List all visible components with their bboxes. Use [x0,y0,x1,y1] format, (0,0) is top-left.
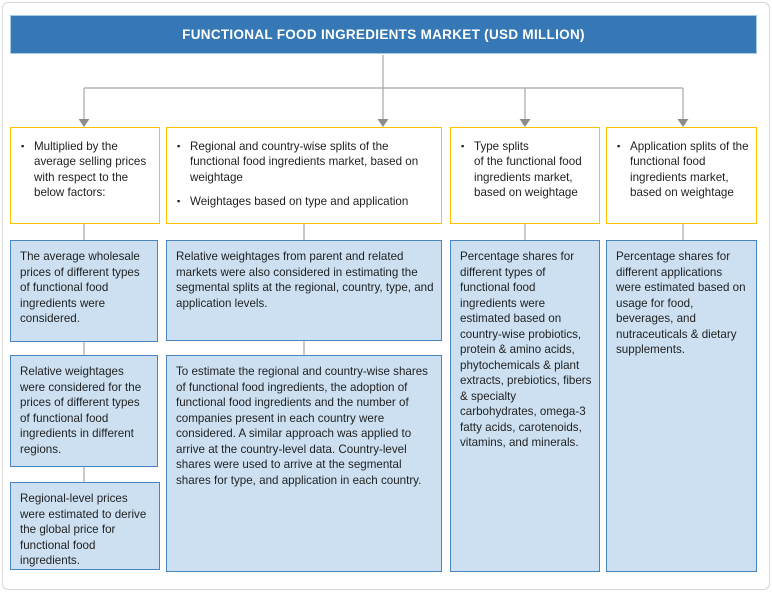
note-text: Percentage shares for different types of… [460,250,592,450]
note-box-relative-weightages-prices: Relative weightages were considered for … [10,355,158,467]
criteria-box-application-splits: ▪ Application splits of the functional f… [606,127,757,224]
square-bullet-icon: ▪ [177,196,181,207]
note-text: Relative weightages were considered for … [20,365,142,456]
note-box-type-shares: Percentage shares for different types of… [450,240,600,572]
note-text: Regional-level prices were estimated to … [20,492,147,568]
criteria-text: Weightages based on type and application [190,195,409,209]
note-text: Percentage shares for different applicat… [616,250,746,357]
note-box-wholesale-prices: The average wholesale prices of differen… [10,240,158,342]
square-bullet-icon: ▪ [177,141,181,151]
criteria-box-type-splits: ▪ Type splits of the functional food ing… [450,127,600,224]
note-box-regional-level-prices: Regional-level prices were estimated to … [10,482,160,570]
criteria-text: Application splits of the functional foo… [630,140,749,200]
page-title: FUNCTIONAL FOOD INGREDIENTS MARKET (USD … [182,27,585,42]
note-text: The average wholesale prices of differen… [20,250,140,326]
note-box-application-shares: Percentage shares for different applicat… [606,240,757,572]
square-bullet-icon: ▪ [617,141,621,151]
note-text: Relative weightages from parent and rela… [176,250,434,310]
note-box-parent-market-weightages: Relative weightages from parent and rela… [166,240,442,341]
note-text: To estimate the regional and country-wis… [176,365,428,487]
criteria-text: Type splits of the functional food ingre… [474,140,582,200]
square-bullet-icon: ▪ [461,141,465,151]
note-box-country-shares-estimation: To estimate the regional and country-wis… [166,355,442,572]
square-bullet-icon: ▪ [21,141,25,151]
market-title-bar: FUNCTIONAL FOOD INGREDIENTS MARKET (USD … [10,15,757,54]
criteria-box-asp: ▪ Multiplied by the average selling pric… [10,127,160,224]
criteria-text: Regional and country-wise splits of the … [190,140,419,184]
criteria-text: Multiplied by the average selling prices… [34,140,147,200]
criteria-box-regional-splits: ▪ Regional and country-wise splits of th… [166,127,442,224]
